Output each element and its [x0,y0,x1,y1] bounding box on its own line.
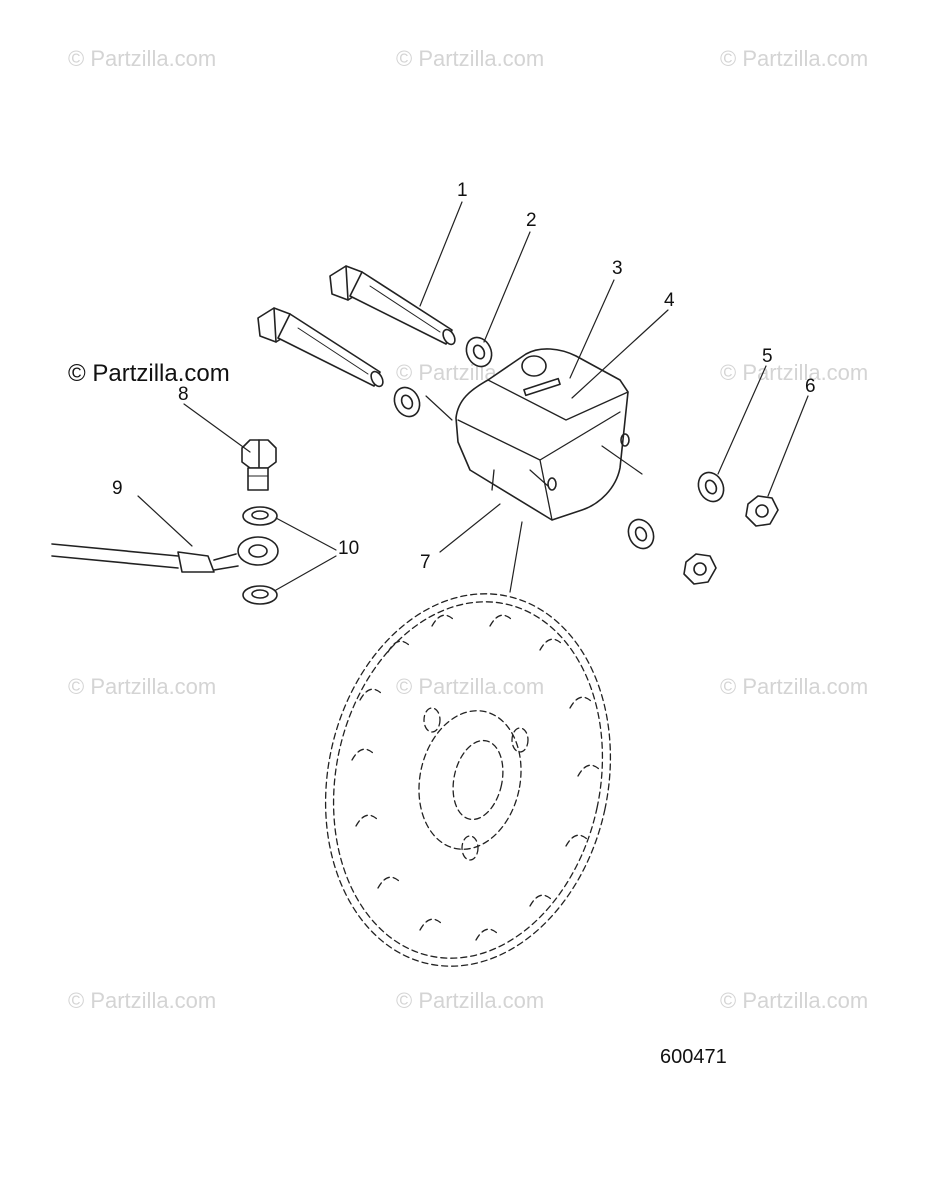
watermark: © Partzilla.com [720,674,869,699]
callout-1: 1 [457,180,468,201]
washer [393,386,421,418]
watermark: © Partzilla.com [68,988,217,1013]
callout-7: 7 [420,552,431,573]
brake-hose [51,536,279,573]
watermark: © Partzilla.com [68,46,217,71]
washer [465,336,493,368]
watermark: © Partzilla.com [396,674,545,699]
crush-washer [242,585,278,605]
watermark: © Partzilla.com [396,988,545,1013]
washer [697,471,725,503]
leader-lines [137,201,809,593]
callout-3: 3 [612,258,623,279]
caliper-block [455,348,630,521]
nut [745,495,779,527]
watermark: © Partzilla.com [720,46,869,71]
banjo-bolt [241,439,277,491]
bolt-upper [329,265,456,346]
watermark: © Partzilla.com [720,988,869,1013]
watermark: © Partzilla.com [396,46,545,71]
callout-8: 8 [178,384,189,405]
brake-disc [324,593,612,967]
crush-washer [242,506,278,526]
partzilla-watermark: © Partzilla.com [68,360,230,387]
figure-number: 600471 [660,1046,727,1068]
bolt-lower [257,307,384,388]
washer [627,518,655,550]
callout-10: 10 [338,538,360,559]
watermark: © Partzilla.com [68,674,217,699]
watermark: © Partzilla.com [720,360,869,385]
callout-6: 6 [805,376,816,397]
callout-2: 2 [526,210,537,231]
callout-4: 4 [664,290,675,311]
nut [683,553,717,585]
callout-5: 5 [762,346,773,367]
callout-9: 9 [112,478,123,499]
